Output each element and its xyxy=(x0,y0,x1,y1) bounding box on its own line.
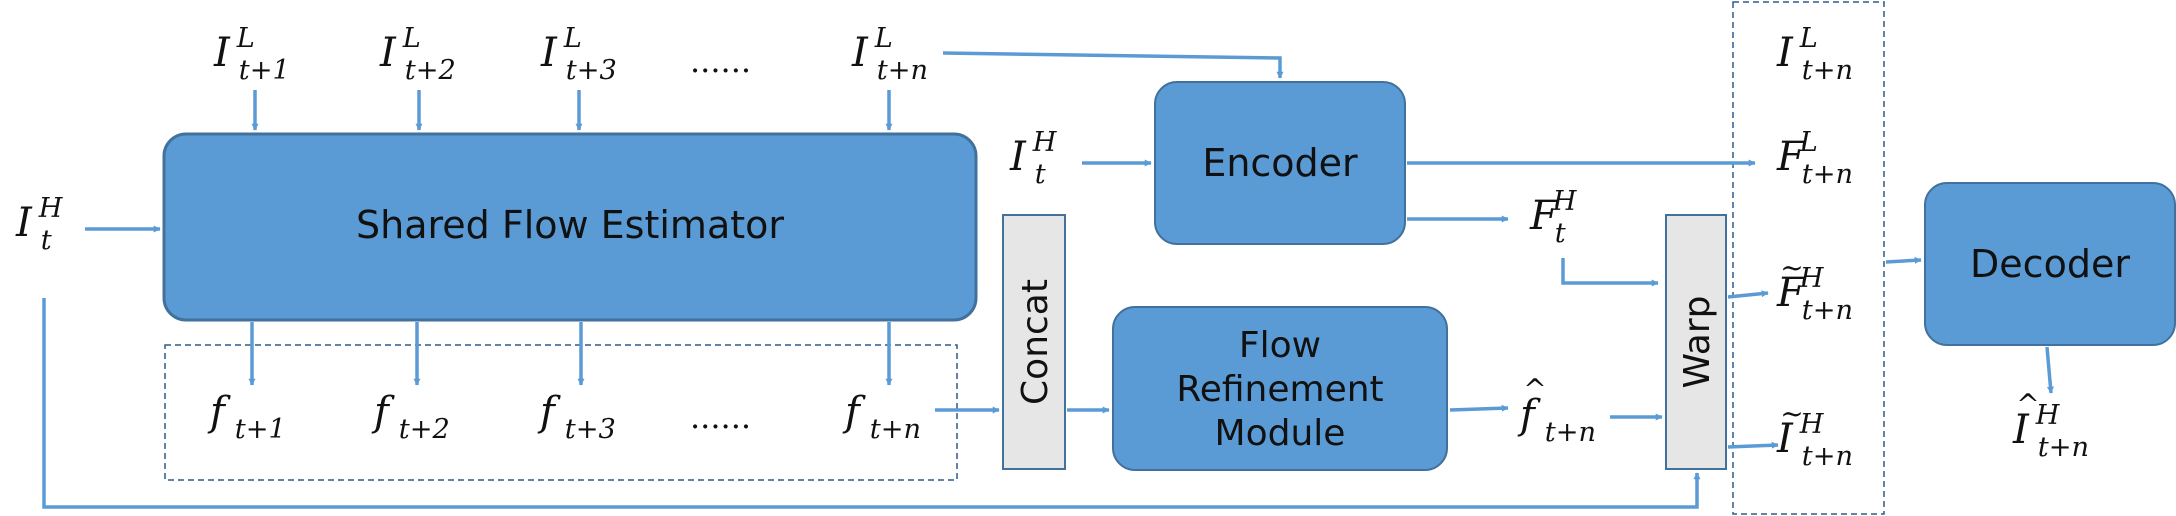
column-label-1: FLt+n xyxy=(1776,127,1853,190)
column-label-2-accent: ~ xyxy=(1780,251,1803,284)
refined-flow: f^t+n xyxy=(1517,373,1596,448)
top-input-4-sub: t+n xyxy=(877,55,928,86)
flow-1-base: f xyxy=(371,389,395,435)
shared-flow-estimator-label: Shared Flow Estimator xyxy=(356,203,784,247)
arrow-itn-to-encoder xyxy=(942,51,1284,79)
top-input-1-sup: L xyxy=(402,23,421,54)
top-input-4-base: I xyxy=(851,30,869,76)
column-label-2-sup: H xyxy=(1799,263,1825,294)
flow-1-sub: t+2 xyxy=(399,414,450,445)
column-label-2-sub: t+n xyxy=(1802,295,1853,326)
flow-refinement-label-line3: Module xyxy=(1215,413,1346,454)
arrow-warp-to-ftilde xyxy=(1727,290,1769,299)
encoder-input-sup: H xyxy=(1032,127,1058,158)
top-input-2-sup: L xyxy=(563,23,582,54)
column-label-0-sub: t+n xyxy=(1802,55,1853,86)
column-label-0-sup: L xyxy=(1799,23,1818,54)
encoder-box xyxy=(1154,81,1406,245)
arrows xyxy=(42,51,2054,509)
encoder-label: Encoder xyxy=(1202,141,1358,185)
top-input-2-sub: t+3 xyxy=(566,55,617,86)
column-label-3-sub: t+n xyxy=(1802,441,1853,472)
concat-bar xyxy=(1002,214,1066,470)
flow-3: ...... xyxy=(690,398,751,436)
encoder-feature: FHt xyxy=(1529,186,1578,249)
output-label-sup: H xyxy=(2035,400,2061,431)
flow-0-base: f xyxy=(207,389,231,435)
left-input-sup: H xyxy=(38,193,64,224)
column-label-3-base: I xyxy=(1776,416,1794,462)
flow-2-sub: t+3 xyxy=(565,414,616,445)
column-label-2: F~Ht+n xyxy=(1776,251,1853,326)
refined-flow-accent: ^ xyxy=(1523,373,1546,406)
arrow-bottom-to-warp xyxy=(42,298,1701,509)
output-label-accent: ^ xyxy=(2016,388,2039,421)
column-label-1-base: F xyxy=(1776,134,1806,180)
flow-3-text: ...... xyxy=(690,398,751,436)
output-label-base: I xyxy=(2012,407,2030,453)
arrow-refinement-to-flow xyxy=(1449,404,1509,412)
warp-bar xyxy=(1665,214,1727,470)
column-label-3-accent: ~ xyxy=(1780,397,1803,430)
shared-flow-estimator-box xyxy=(162,132,978,322)
encoder-feature-base: F xyxy=(1529,193,1559,239)
encoder-feature-sup: H xyxy=(1552,186,1578,217)
column-label-3-sup: H xyxy=(1799,409,1825,440)
column-label-1-sup: L xyxy=(1799,127,1818,158)
top-input-1-base: I xyxy=(379,30,397,76)
column-label-2-base: F xyxy=(1776,270,1806,316)
flow-0-sub: t+1 xyxy=(235,414,286,445)
column-label-3: I~Ht+n xyxy=(1776,397,1853,472)
decoder-box xyxy=(1924,182,2176,346)
flow-refinement-box xyxy=(1112,306,1448,471)
top-input-0-sup: L xyxy=(236,23,255,54)
flow-4-sub: t+n xyxy=(870,414,921,445)
top-input-2-base: I xyxy=(540,30,558,76)
top-input-0-base: I xyxy=(213,30,231,76)
top-input-1-sub: t+2 xyxy=(405,55,456,86)
top-input-0-sub: t+1 xyxy=(239,55,290,86)
left-input-base: I xyxy=(15,200,33,246)
output-label-sub: t+n xyxy=(2038,432,2089,463)
flows-dashed-group xyxy=(164,344,958,481)
column-label-0-base: I xyxy=(1776,30,1794,76)
column-label-1-sub: t+n xyxy=(1802,159,1853,190)
top-input-3: ...... xyxy=(690,42,751,80)
arrow-fth-to-warp xyxy=(1561,258,1659,287)
flow-4-base: f xyxy=(842,389,866,435)
refined-flow-sub: t+n xyxy=(1545,417,1596,448)
flow-refinement-label-line2: Refinement xyxy=(1176,369,1383,410)
left-input-sub: t xyxy=(41,225,52,256)
top-input-3-text: ...... xyxy=(690,42,751,80)
decoder-inputs-dashed-group xyxy=(1732,1,1885,515)
encoder-input-base: I xyxy=(1009,134,1027,180)
decoder-label: Decoder xyxy=(1970,242,2130,286)
warp-label: Warp xyxy=(1677,295,1718,388)
concat-label: Concat xyxy=(1015,279,1056,405)
arrow-decoder-to-output xyxy=(2045,346,2054,394)
encoder-feature-sub: t xyxy=(1555,218,1566,249)
arrow-warp-to-itilde xyxy=(1727,441,1779,449)
flow-2-base: f xyxy=(537,389,561,435)
output-label: I^Ht+n xyxy=(2012,388,2089,463)
encoder-input-sub: t xyxy=(1035,159,1046,190)
flow-refinement-label-line1: Flow xyxy=(1239,325,1321,366)
arrow-column-to-decoder xyxy=(1885,256,1922,264)
top-input-4-sup: L xyxy=(874,23,893,54)
